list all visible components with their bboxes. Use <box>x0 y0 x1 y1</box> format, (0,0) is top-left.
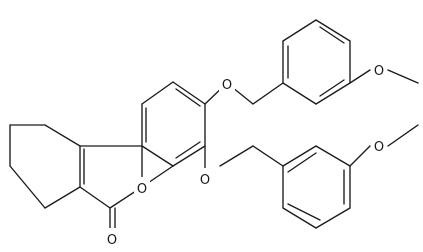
oxygen-label-ether-top: O <box>222 78 232 93</box>
oxygen-label-methoxy-bottom: O <box>374 140 384 155</box>
oxygen-label-carbonyl: O <box>107 233 117 248</box>
bond-layer <box>9 19 419 237</box>
oxygen-label-methoxy-top: O <box>374 64 384 79</box>
atom-label-layer: O O O O O O <box>104 59 387 248</box>
oxygen-label-ring: O <box>137 182 147 197</box>
oxygen-label-ether-bottom: O <box>200 173 210 188</box>
